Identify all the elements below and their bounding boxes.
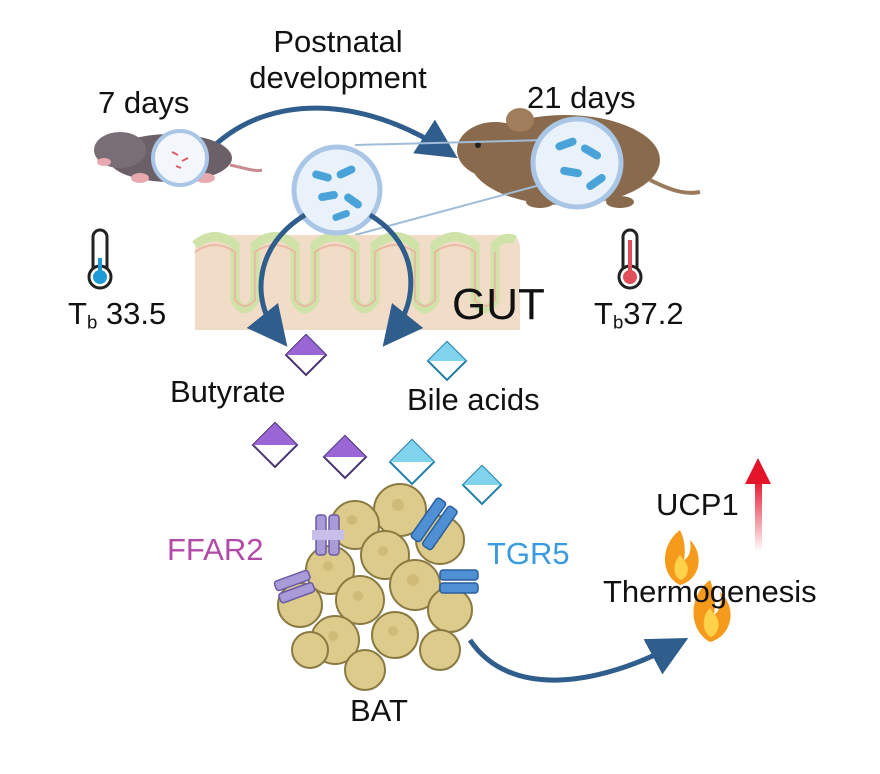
tgr5-receptor-icon bbox=[439, 569, 479, 594]
temp-value: 33.5 bbox=[97, 296, 167, 331]
bile-flow-arrow bbox=[368, 212, 424, 347]
bile-acids-label: Bile acids bbox=[407, 382, 540, 417]
day21-label: 21 days bbox=[527, 80, 636, 115]
flame-icon bbox=[665, 530, 699, 585]
bile-acid-molecule bbox=[426, 340, 468, 382]
tgr5-receptor-icon bbox=[410, 497, 458, 551]
bat-label: BAT bbox=[350, 693, 408, 728]
ucp1-label: UCP1 bbox=[656, 487, 739, 522]
temp-symbol: T bbox=[68, 296, 87, 331]
temp-subscript: b bbox=[86, 311, 98, 333]
gut-label: GUT bbox=[452, 280, 545, 329]
adipocyte-texture bbox=[323, 499, 443, 641]
thermometer-warm-icon bbox=[617, 228, 643, 290]
flame-icon bbox=[693, 580, 731, 642]
bile-acid-molecule bbox=[461, 464, 503, 506]
magnifier-icon bbox=[151, 129, 209, 187]
butyrate-molecule bbox=[322, 434, 368, 480]
bacteria-icon bbox=[291, 144, 383, 236]
postnatal-line1: Postnatal bbox=[273, 24, 403, 59]
postnatal-development-label: Postnatal development bbox=[238, 24, 438, 96]
body-temp-adult: Tb37.2 bbox=[594, 296, 684, 334]
butyrate-flow-arrow bbox=[246, 212, 307, 347]
tgr5-label: TGR5 bbox=[487, 536, 570, 571]
microbiota-magnifier-icon bbox=[530, 116, 624, 210]
bile-acid-molecule bbox=[388, 438, 436, 486]
development-arrow bbox=[213, 105, 458, 159]
day7-label: 7 days bbox=[98, 85, 190, 120]
ffar2-receptor-icon bbox=[273, 569, 316, 604]
thermometer-cold-icon bbox=[87, 228, 113, 290]
thermogenesis-label: Thermogenesis bbox=[603, 574, 817, 609]
ucp1-increase-arrow-icon bbox=[745, 458, 771, 552]
body-temp-young: Tb 33.5 bbox=[68, 296, 166, 334]
ffar2-receptor-icon bbox=[312, 514, 344, 556]
butyrate-molecule bbox=[251, 421, 299, 469]
temp-subscript: b bbox=[612, 311, 624, 333]
postnatal-line2: development bbox=[249, 60, 427, 95]
bat-adipocyte-cluster bbox=[277, 483, 473, 691]
temp-symbol: T bbox=[594, 296, 613, 331]
ffar2-label: FFAR2 bbox=[167, 532, 264, 567]
butyrate-molecule bbox=[284, 333, 328, 377]
temp-value: 37.2 bbox=[623, 296, 684, 331]
thermogenesis-arrow bbox=[467, 637, 689, 683]
butyrate-label: Butyrate bbox=[170, 374, 286, 409]
